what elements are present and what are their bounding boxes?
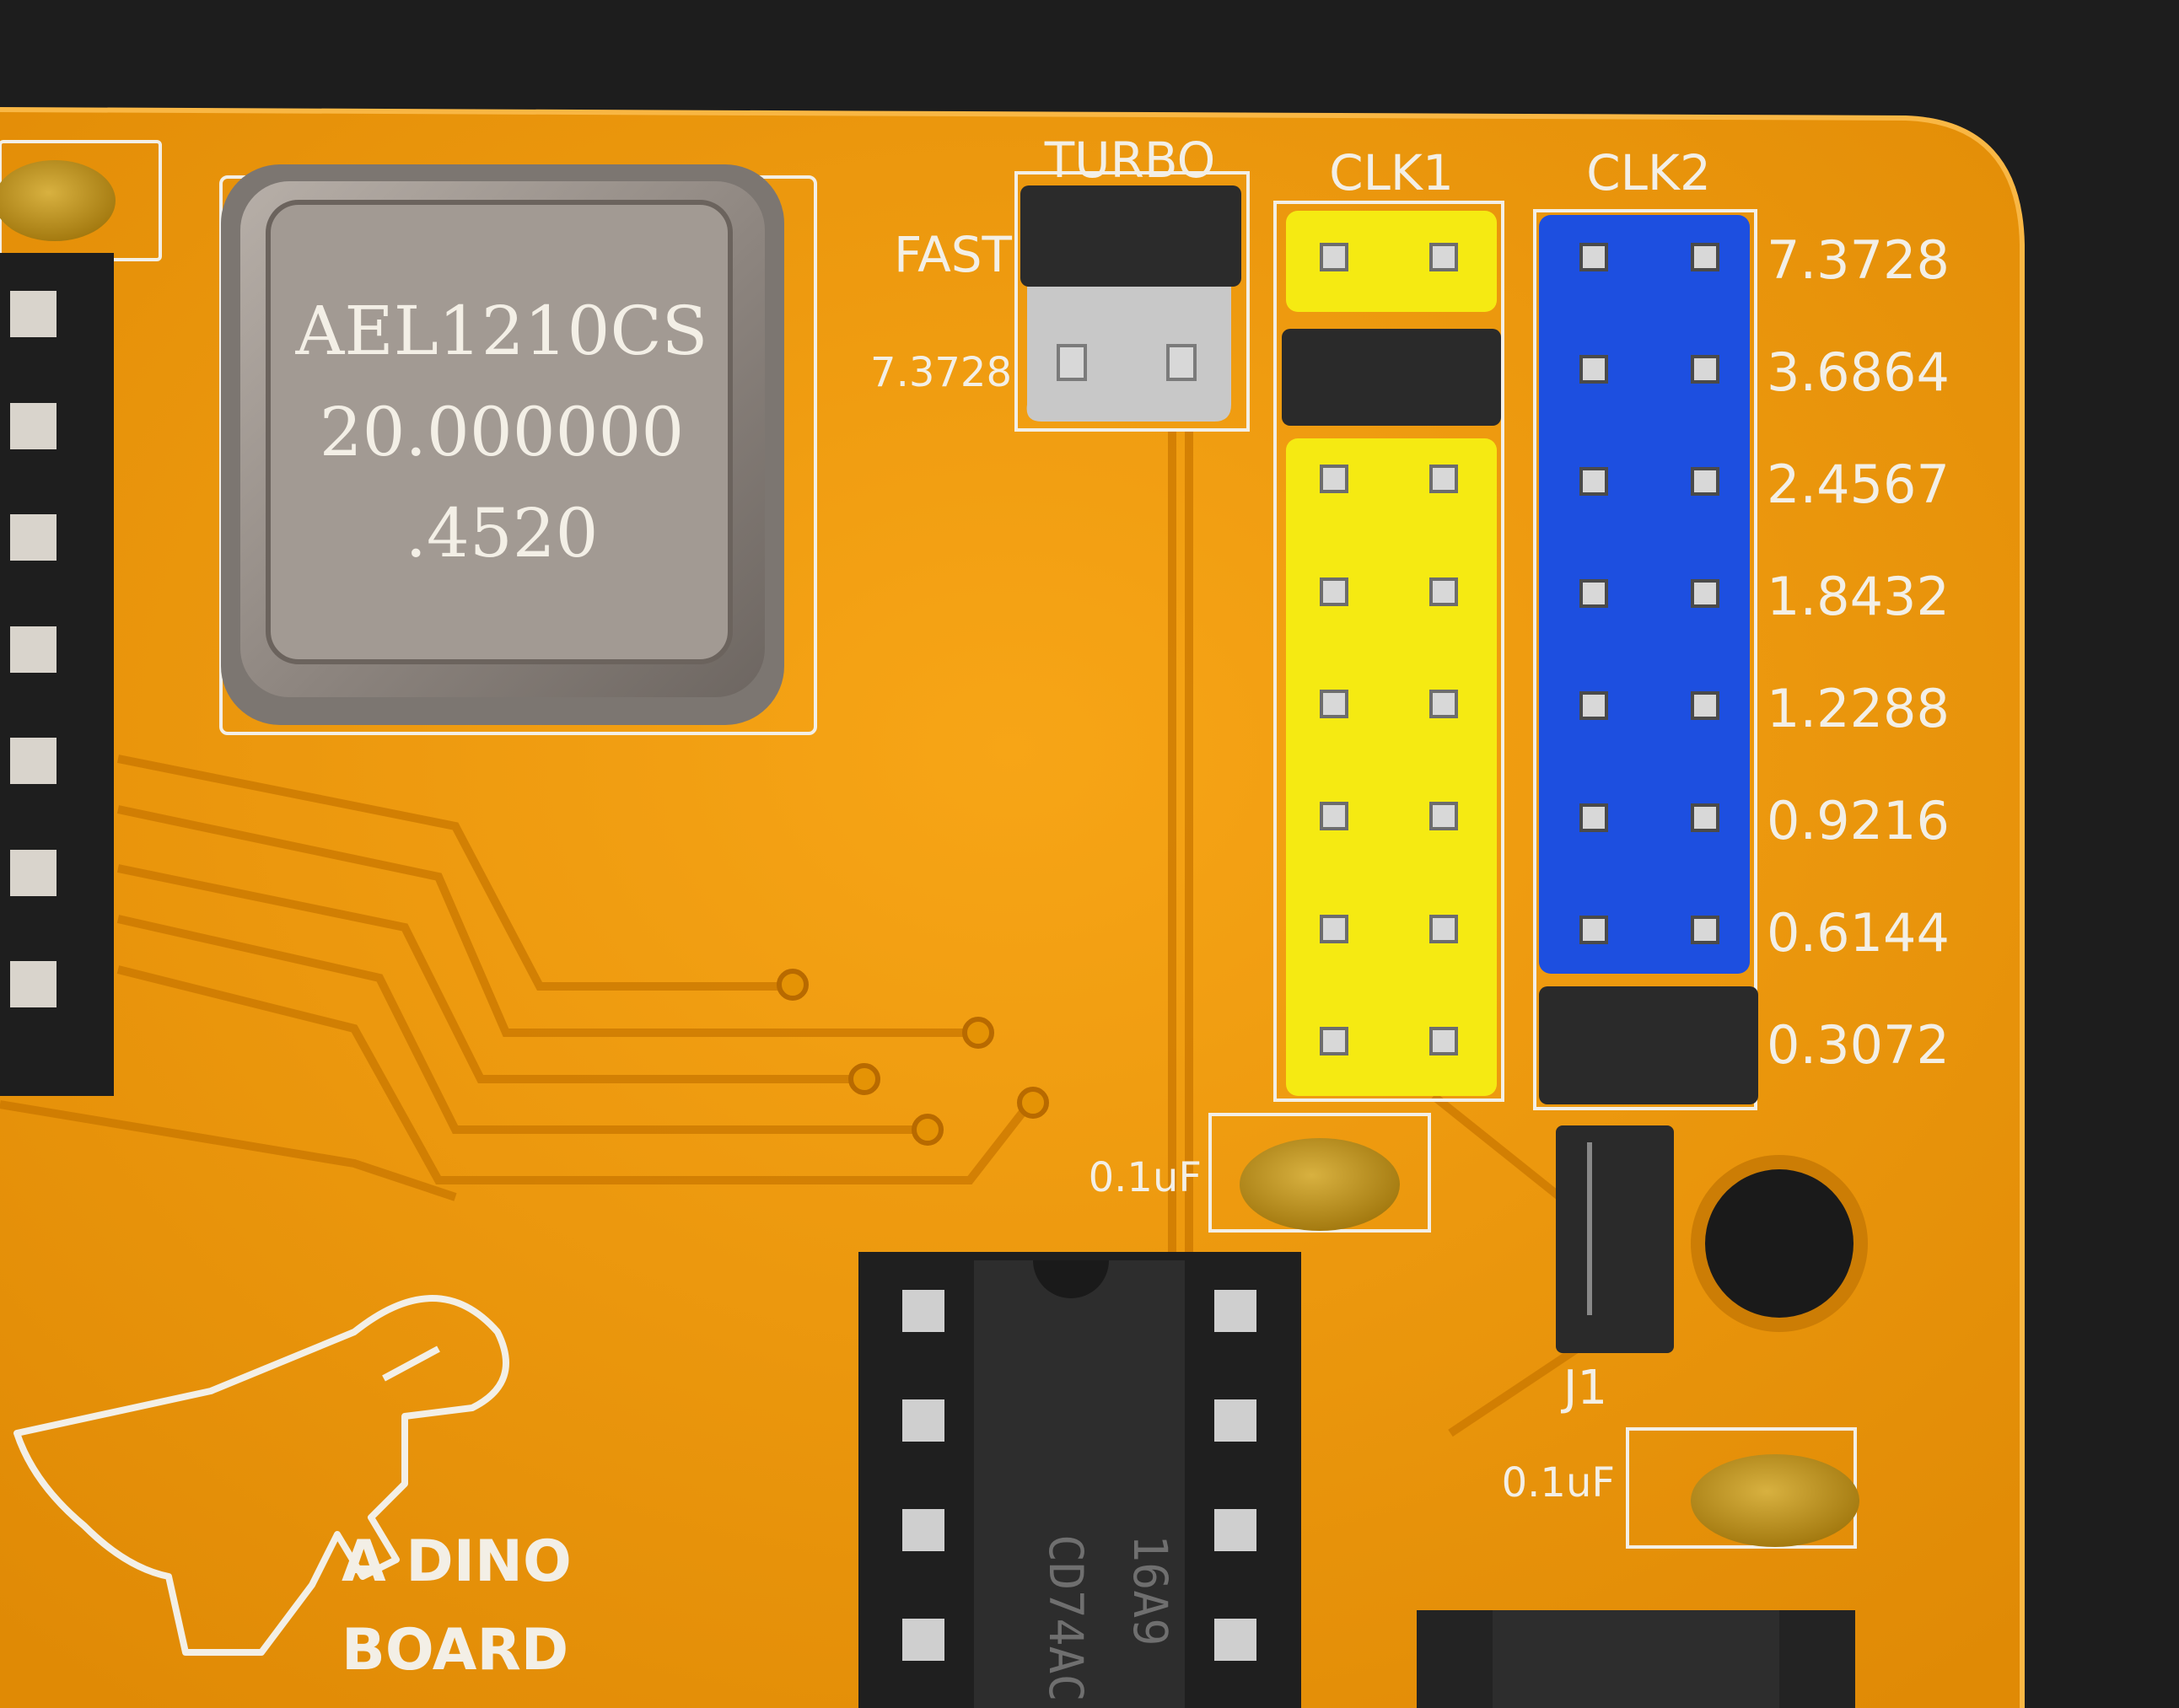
label-capacitor-lower: 0.1uF <box>1502 1459 1615 1507</box>
capacitor-top-left <box>0 160 116 241</box>
clk2-freq-label: 2.4567 <box>1767 454 1950 515</box>
capacitor-lower <box>1626 1427 1859 1549</box>
clk2-freq-label: 0.6144 <box>1767 902 1950 964</box>
logo-text-line2: BOARD <box>342 1617 568 1684</box>
label-turbo-frequency: 7.3728 <box>870 349 1012 396</box>
label-capacitor-middle: 0.1uF <box>1089 1154 1202 1201</box>
clk1-pins <box>1320 243 1458 1055</box>
j1-jumper <box>1556 1125 1674 1353</box>
crystal-label-model: AEL1210CS <box>295 292 708 370</box>
crystal-oscillator: AEL1210CS 20.000000 .4520 <box>221 164 784 725</box>
logic-ic-code: 16A9 <box>1123 1534 1177 1646</box>
clk2-freq-label: 3.6864 <box>1767 341 1950 403</box>
capacitor-middle <box>1208 1113 1431 1233</box>
clk2-freq-label: 1.8432 <box>1767 566 1950 627</box>
crystal-label-code: .4520 <box>405 494 598 572</box>
logic-ic-part: CD74AC <box>1039 1534 1093 1702</box>
trace-vias <box>777 969 1049 1146</box>
clk2-freq-label: 1.2288 <box>1767 678 1950 739</box>
clk2-pins <box>1579 243 1719 944</box>
pcb-traces <box>0 430 1605 1437</box>
crystal-label-frequency: 20.000000 <box>320 393 685 471</box>
clk2-freq-label: 7.3728 <box>1767 229 1950 291</box>
turbo-jumper <box>1014 171 1250 432</box>
label-clk2: CLK2 <box>1586 144 1711 201</box>
label-turbo: TURBO <box>1044 132 1216 189</box>
clk2-freq-label: 0.9216 <box>1767 790 1950 851</box>
label-j1: J1 <box>1561 1361 1607 1415</box>
left-ic-socket <box>0 253 114 1096</box>
logic-ic: 16A9 CD74AC <box>858 1252 1301 1708</box>
bottom-right-ic <box>1417 1610 1855 1708</box>
clk1-header <box>1273 201 1504 1102</box>
mounting-hole <box>1691 1155 1868 1332</box>
label-clk1: CLK1 <box>1329 144 1454 201</box>
dino-logo-icon <box>13 1295 509 1656</box>
label-fast: FAST <box>894 226 1013 283</box>
logo-text-line1: A DINO <box>342 1528 572 1595</box>
clk2-freq-label: 0.3072 <box>1767 1014 1950 1076</box>
clk2-header <box>1533 209 1758 1110</box>
